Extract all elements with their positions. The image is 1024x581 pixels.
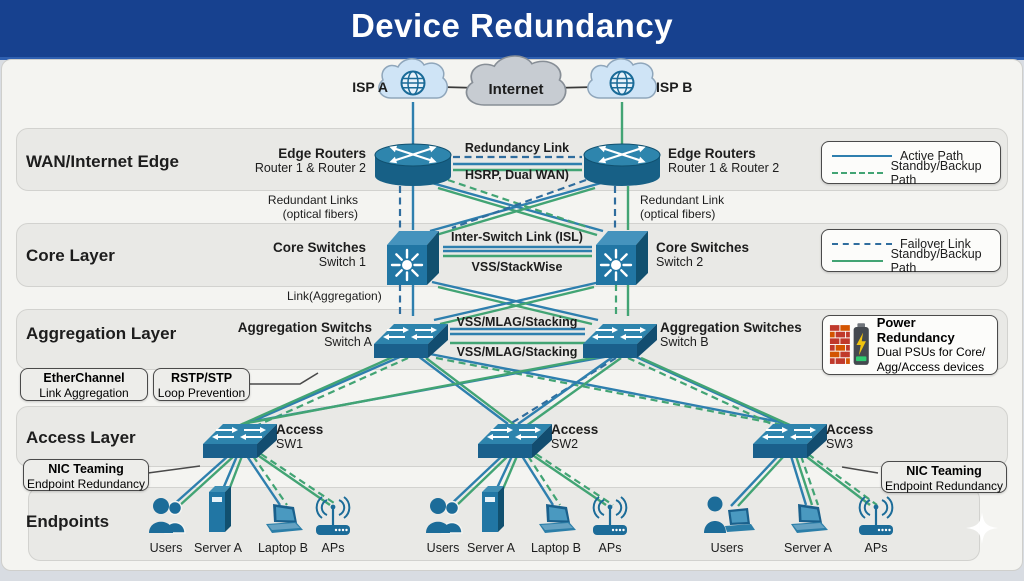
standby-path-line-sample — [832, 259, 883, 262]
core-switch-left-label: Core Switches Switch 1 — [272, 240, 366, 269]
legend-label: Standby/Backup Path — [890, 246, 982, 275]
sparkle-icon — [966, 512, 998, 544]
legend-row: Failover Link — [832, 235, 992, 252]
layer-label-aggregation: Aggregation Layer — [26, 324, 177, 343]
laptop-icon — [266, 504, 303, 533]
endpoint-label: Laptop B — [257, 541, 309, 555]
access-point-icon — [858, 496, 894, 535]
active-path-line-sample — [832, 154, 892, 157]
server-icon — [482, 486, 504, 532]
access-point-icon — [315, 496, 351, 535]
access-point-icon — [592, 496, 628, 535]
endpoint-label: Server A — [784, 541, 832, 555]
layer-label-access: Access Layer — [26, 428, 136, 447]
isp-a-cloud-icon — [378, 58, 448, 99]
endpoint-label: Server A — [194, 541, 242, 555]
edge-router-left-label: Edge Routers Router 1 & Router 2 — [254, 146, 366, 175]
layer-label-core: Core Layer — [26, 246, 115, 265]
internet-label: Internet — [488, 81, 544, 98]
endpoint-label: Users — [710, 541, 744, 555]
layer-label-endpoints: Endpoints — [26, 512, 110, 531]
rstp-callout: RSTP/STP Loop Prevention — [153, 368, 250, 401]
redundancy-link-label: Redundancy Link — [464, 141, 570, 155]
core-aggregation-links — [398, 280, 630, 326]
nic-teaming-right-callout: NIC Teaming Endpoint Redundancy — [881, 461, 1007, 493]
isp-a-label: ISP A — [352, 79, 388, 95]
server-icon — [209, 486, 231, 532]
endpoint-label: Laptop B — [530, 541, 582, 555]
access-sw2-label: Access SW2 — [551, 422, 599, 451]
layer-label-wan: WAN/Internet Edge — [26, 152, 180, 171]
vss-mlag-top-label: VSS/MLAG/Stacking — [456, 315, 578, 329]
legend-row: Standby/Backup Path — [832, 247, 992, 275]
core-switch-2-icon — [596, 231, 648, 285]
wan-redundancy-links — [453, 155, 582, 172]
laptop-icon — [791, 504, 828, 533]
aggregation-stack-links — [450, 327, 585, 345]
core-switch-right-label: Core Switches Switch 2 — [656, 240, 750, 269]
link-aggregation-note: Link(Aggregation) — [287, 289, 382, 303]
laptop-icon — [539, 504, 576, 533]
aggregation-switch-right-label: Aggregation Switches Switch B — [660, 320, 802, 349]
redundant-link-right-note: Redundant Link (optical fibers) — [640, 193, 725, 221]
user-with-laptop-icon — [704, 496, 755, 533]
access-endpoint-links — [171, 453, 878, 507]
access-switch-2-icon — [478, 424, 552, 458]
aggregation-switch-b-icon — [583, 324, 657, 358]
access-switch-3-icon — [753, 424, 827, 458]
legend-wan: Active Path Standby/Backup Path — [821, 141, 1001, 187]
ups-battery-icon — [853, 323, 869, 365]
isl-link-label: Inter-Switch Link (ISL) — [451, 230, 583, 244]
access-sw3-label: Access SW3 — [826, 422, 874, 451]
edge-router-2-icon — [583, 143, 661, 186]
standby-path-line-sample — [832, 171, 883, 174]
access-switch-1-icon — [203, 424, 277, 458]
vss-mlag-bottom-label: VSS/MLAG/Stacking — [456, 345, 578, 359]
edge-router-right-label: Edge Routers Router 1 & Router 2 — [668, 146, 780, 175]
vss-stackwise-label: VSS/StackWise — [471, 260, 563, 274]
legend-core: Failover Link Standby/Backup Path — [821, 229, 1001, 275]
legend-row: Standby/Backup Path — [832, 159, 992, 187]
nic-teaming-left-callout: NIC Teaming Endpoint Redundancy — [23, 459, 149, 491]
legend-label: Failover Link — [900, 236, 971, 251]
hsrp-dual-wan-label: HSRP, Dual WAN) — [465, 168, 569, 182]
aggregation-switch-a-icon — [374, 324, 448, 358]
redundant-links-left-note: Redundant Links (optical fibers) — [267, 193, 358, 221]
aggregation-access-links — [237, 352, 793, 428]
power-icons — [829, 323, 869, 365]
legend-label: Standby/Backup Path — [890, 158, 982, 187]
access-sw1-label: Access SW1 — [276, 422, 324, 451]
users-icon — [426, 498, 463, 534]
users-icon — [149, 498, 186, 534]
edge-router-1-icon — [374, 143, 452, 186]
endpoint-label: Server A — [467, 541, 515, 555]
core-switch-1-icon — [387, 231, 439, 285]
core-isl-links — [443, 245, 592, 258]
callout-connectors — [147, 372, 879, 474]
wan-core-links — [398, 178, 630, 237]
endpoint-label: APs — [598, 541, 622, 555]
isp-b-label: ISP B — [656, 79, 693, 95]
endpoint-label: APs — [864, 541, 888, 555]
page-title: Device Redundancy — [350, 7, 674, 44]
legend-label: Active Path — [900, 148, 964, 163]
endpoint-label: Users — [426, 541, 460, 555]
etherchannel-callout: EtherChannel Link Aggregation — [20, 368, 148, 401]
isp-b-cloud-icon — [587, 58, 657, 99]
legend-row: Active Path — [832, 147, 992, 164]
aggregation-switch-left-label: Aggregation Switchs Switch A — [237, 320, 372, 349]
globe-icon — [609, 70, 635, 96]
endpoint-label: Users — [149, 541, 183, 555]
globe-icon — [400, 70, 426, 96]
failover-link-line-sample — [832, 242, 892, 245]
power-redundancy-box: Power Redundancy Dual PSUs for Core/ Agg… — [822, 315, 998, 375]
power-redundancy-text: Power Redundancy Dual PSUs for Core/ Agg… — [876, 315, 986, 374]
firewall-brick-icon — [829, 325, 850, 364]
endpoint-label: APs — [321, 541, 345, 555]
internet-cloud-icon — [465, 55, 567, 106]
